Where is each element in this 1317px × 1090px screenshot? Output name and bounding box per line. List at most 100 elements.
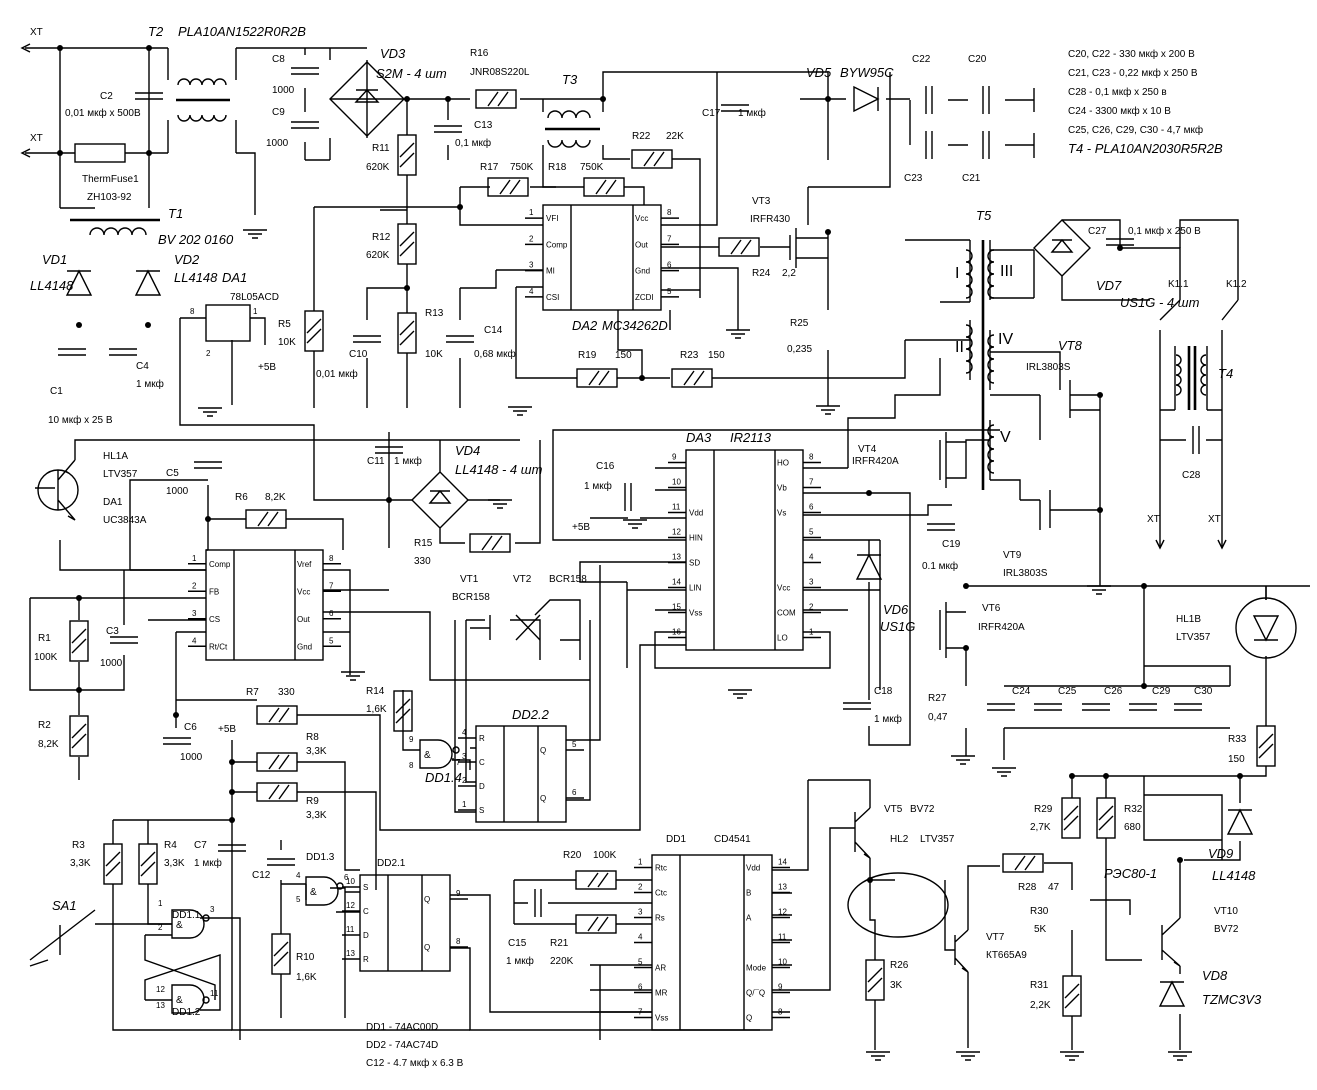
ic-pin-number: 8 bbox=[778, 1008, 783, 1017]
component-label: XT bbox=[1208, 514, 1221, 525]
capacitor bbox=[624, 483, 632, 511]
ic-pin-number: 11 bbox=[778, 933, 787, 942]
ic-pin-label: Vss bbox=[655, 1014, 668, 1023]
component-label: 1000 bbox=[100, 658, 123, 669]
component-label: LTV357 bbox=[1176, 632, 1211, 643]
resistor bbox=[1256, 725, 1276, 767]
ic-pin-label: Vs bbox=[777, 509, 786, 518]
component-label: 330 bbox=[414, 556, 431, 567]
component-label: 1000 bbox=[266, 138, 289, 149]
component-title: S2M - 4 шт bbox=[376, 66, 447, 81]
ic-pin-label: Comp bbox=[209, 560, 231, 569]
ic-pin-label: A bbox=[746, 914, 752, 923]
component-label: 150 bbox=[708, 350, 725, 361]
ic-pin-number: 14 bbox=[778, 858, 787, 867]
component-label: 10 мкф x 25 В bbox=[48, 414, 113, 426]
ground-symbols bbox=[198, 229, 1192, 1061]
ic-pin-label: AR bbox=[655, 964, 666, 973]
resistor bbox=[245, 509, 287, 529]
component-label: 3,3K bbox=[70, 858, 91, 869]
component-label: UC3843A bbox=[103, 515, 147, 526]
ic-pin-number: 1 bbox=[462, 800, 467, 809]
component-label: R2 bbox=[38, 720, 51, 731]
ic-pin-label: Vref bbox=[297, 560, 312, 569]
component-label: XT bbox=[30, 27, 43, 38]
component-label: 1 мкф bbox=[136, 378, 164, 390]
component-label: 3,3K bbox=[164, 858, 185, 869]
ic-pin-number: 10 bbox=[346, 877, 355, 886]
component-title: T1 bbox=[168, 206, 183, 221]
component-label: C1 bbox=[50, 386, 63, 397]
component-label: R6 bbox=[235, 492, 248, 503]
svg-text:&: & bbox=[424, 750, 431, 761]
capacitor bbox=[135, 92, 163, 100]
component-label: C22 bbox=[912, 54, 931, 65]
ic-pin-number: 2 bbox=[462, 776, 467, 785]
ic-dd1: 1Rtc2Ctc3Rs45AR6MR7Vss14Vdd13B12A1110Mod… bbox=[634, 854, 790, 1031]
svg-text:8: 8 bbox=[190, 307, 195, 316]
note-line: T4 - PLA10AN2030R5R2B bbox=[1068, 141, 1223, 156]
component-label: C9 bbox=[272, 107, 285, 118]
component-label: +5В bbox=[572, 522, 590, 533]
resistor bbox=[69, 620, 89, 662]
component-label: C12 bbox=[252, 870, 271, 881]
component-label: 620K bbox=[366, 250, 390, 261]
resistor bbox=[397, 312, 417, 354]
capacitor bbox=[982, 131, 990, 159]
capacitor bbox=[1106, 238, 1134, 246]
svg-text:6: 6 bbox=[344, 873, 349, 882]
component-label: 0,01 мкф x 500В bbox=[65, 107, 141, 119]
capacitor bbox=[194, 461, 222, 469]
resistor bbox=[393, 690, 413, 732]
component-label: C28 bbox=[1182, 470, 1201, 481]
ic-pin-label: Q bbox=[746, 1014, 752, 1023]
svg-text:&: & bbox=[176, 920, 183, 931]
ic-pin-number: 6 bbox=[572, 788, 577, 797]
ic-pin-label: CSI bbox=[546, 293, 559, 302]
component-label: R12 bbox=[372, 232, 391, 243]
component-label: DA1 bbox=[103, 497, 123, 508]
ic-pin-number: 4 bbox=[192, 636, 197, 645]
svg-text:13: 13 bbox=[156, 1001, 165, 1010]
resistor bbox=[271, 933, 291, 975]
ic-pin-label: Vcc bbox=[635, 214, 648, 223]
component-label: XT bbox=[30, 133, 43, 144]
component-label: C3 bbox=[106, 626, 119, 637]
ic-pin-label: Vdd bbox=[689, 509, 703, 518]
resistor bbox=[865, 959, 885, 1001]
component-title: PLA10AN1522R0R2B bbox=[178, 24, 306, 39]
capacitor bbox=[446, 335, 474, 343]
component-title: LL4148 bbox=[1212, 868, 1256, 883]
component-label: 22K bbox=[666, 131, 684, 142]
resistor bbox=[469, 533, 511, 553]
component-label: 0,01 мкф bbox=[316, 368, 358, 380]
component-title: MC34262D bbox=[602, 318, 668, 333]
resistors bbox=[69, 89, 1276, 1017]
component-label: R27 bbox=[928, 693, 947, 704]
component-label: 0,68 мкф bbox=[474, 348, 516, 360]
ic-pin-number: 13 bbox=[672, 553, 681, 562]
capacitor bbox=[925, 86, 933, 114]
component-label: R11 bbox=[372, 143, 390, 154]
capacitor bbox=[353, 335, 381, 343]
capacitor bbox=[927, 523, 955, 531]
component-label: IRFR420A bbox=[978, 622, 1025, 633]
winding-label: III bbox=[1000, 263, 1013, 280]
component-label: C16 bbox=[596, 461, 615, 472]
component-label: R25 bbox=[790, 318, 809, 329]
svg-text:11: 11 bbox=[210, 989, 219, 998]
notes-block: C20, C22 - 330 мкф x 200 В C21, C23 - 0,… bbox=[1068, 48, 1223, 156]
resistor bbox=[475, 89, 517, 109]
capacitor bbox=[721, 104, 749, 112]
component-label: IRFR430 bbox=[750, 214, 790, 225]
component-label: C14 bbox=[484, 325, 503, 336]
integrated-circuits: 1VFI2Comp3MI4CSI8Vcc7Out6Gnd5ZCDI91011Vd… bbox=[188, 204, 821, 1031]
winding-label: II bbox=[955, 339, 964, 356]
resistor bbox=[256, 752, 298, 772]
component-label: C26 bbox=[1104, 686, 1123, 697]
diode bbox=[1158, 980, 1186, 1007]
capacitor bbox=[925, 131, 933, 159]
capacitor bbox=[534, 889, 542, 917]
